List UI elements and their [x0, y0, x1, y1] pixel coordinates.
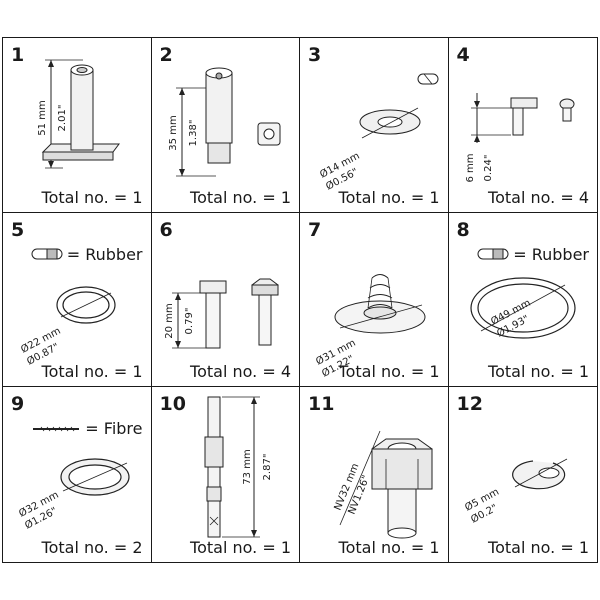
tube-drawing: 51 mm 2.01" [37, 59, 120, 169]
armature-tube-drawing: 73 mm 2.87" [204, 396, 273, 538]
total-count: Total no. = 1 [41, 362, 143, 382]
part-number: 12 [456, 393, 483, 416]
part-cell-5: 5 = Rubber Ø22 mm Ø0.87" Total no. = 1 [3, 212, 152, 388]
part-number: 8 [456, 218, 470, 241]
part-number: 9 [11, 393, 25, 416]
total-count: Total no. = 2 [41, 538, 143, 557]
washer-drawing: Ø14 mm Ø0.56" [318, 73, 439, 193]
total-count: Total no. = 1 [488, 362, 589, 382]
material-label: = Rubber [66, 244, 143, 264]
part-number: 4 [456, 44, 470, 66]
diaphragm-spring-drawing: Ø31 mm Ø1.22" [314, 273, 426, 379]
fibre-washer-drawing: Ø32 mm Ø1.26" [17, 458, 130, 532]
rubber-swatch-icon [31, 248, 63, 260]
hex-nut-drawing: NV32 mm NV1.26" [333, 431, 433, 539]
screw-drawing: 6 mm 0.24" [465, 93, 574, 183]
fibre-swatch-icon [33, 426, 80, 432]
part-cell-3: 3 Ø14 mm Ø0.56" Total no. = 1 [300, 38, 449, 213]
part-cell-2: 2 35 mm 1.38" Total no. = 1 [151, 38, 300, 213]
total-count: Total no. = 1 [338, 362, 440, 382]
part-cell-8: 8 = Rubber Ø49 mm Ø1.93" Total no. = 1 [448, 213, 597, 388]
part-number: 6 [159, 218, 173, 241]
hex-stem-drawing: 35 mm 1.38" [168, 67, 280, 177]
material-legend: = Rubber [477, 245, 589, 264]
material-legend: = Fibre [31, 419, 143, 439]
total-count: Total no. = 1 [338, 538, 440, 557]
large-rubber-ring-drawing: Ø49 mm Ø1.93" [469, 277, 576, 339]
dim-inch: 0.79" [184, 307, 195, 334]
total-count: Total no. = 1 [338, 187, 440, 207]
dim-mm: 73 mm [242, 450, 253, 485]
part-cell-9: 9 = Fibre Ø32 mm Ø1.26" Total no. = 2 [3, 387, 152, 562]
parts-grid: 1 51 mm 2.01" Total no. = 1 2 35 mm 1. [2, 37, 598, 563]
part-cell-4: 4 6 mm 0.24" Total no. = 4 [448, 38, 597, 213]
material-label: = Fibre [85, 419, 143, 439]
part-cell-10: 10 73 mm 2.87" Total no. = 1 [152, 387, 300, 562]
total-count: Total no. = 1 [41, 187, 143, 207]
part-number: 2 [159, 44, 173, 66]
total-count: Total no. = 4 [190, 362, 291, 382]
dim-inch: 1.38" [188, 120, 199, 147]
total-count: Total no. = 1 [488, 538, 589, 557]
total-count: Total no. = 4 [488, 187, 589, 207]
part-number: 1 [11, 44, 25, 66]
total-count: Total no. = 1 [190, 538, 291, 557]
part-number: 10 [159, 393, 186, 416]
dim-inch: 2.01" [57, 105, 68, 132]
part-number: 5 [11, 218, 25, 241]
total-count: Total no. = 1 [190, 187, 291, 207]
rubber-ring-drawing: Ø22 mm Ø0.87" [19, 286, 116, 367]
part-cell-12: 12 Ø5 mm Ø0.2" Total no. = 1 [449, 387, 598, 562]
bolt-drawing: 20 mm 0.79" [164, 278, 279, 349]
part-number: 11 [308, 393, 335, 416]
material-label: = Rubber [513, 244, 589, 264]
dim-inch: 2.87" [262, 454, 273, 481]
dim-inch: 0.24" [483, 155, 494, 182]
part-cell-1: 1 51 mm 2.01" Total no. = 1 [3, 38, 152, 213]
dim-mm: 6 mm [465, 153, 476, 182]
part-number: 3 [308, 44, 322, 66]
part-cell-7: 7 Ø31 mm Ø1.22" Total no. = 1 [300, 212, 449, 388]
dim-mm: 20 mm [164, 303, 175, 338]
material-legend: = Rubber [31, 245, 143, 264]
part-cell-11: 11 NV32 mm NV1.26" Total no. = 1 [300, 387, 449, 562]
dim-mm: 35 mm [168, 115, 179, 150]
part-cell-6: 6 20 mm 0.79" Total no. = 4 [151, 212, 300, 388]
rubber-swatch-icon [477, 248, 509, 260]
split-washer-drawing: Ø5 mm Ø0.2" [462, 458, 567, 526]
dim-mm: 51 mm [37, 100, 48, 135]
part-number: 7 [308, 218, 322, 241]
